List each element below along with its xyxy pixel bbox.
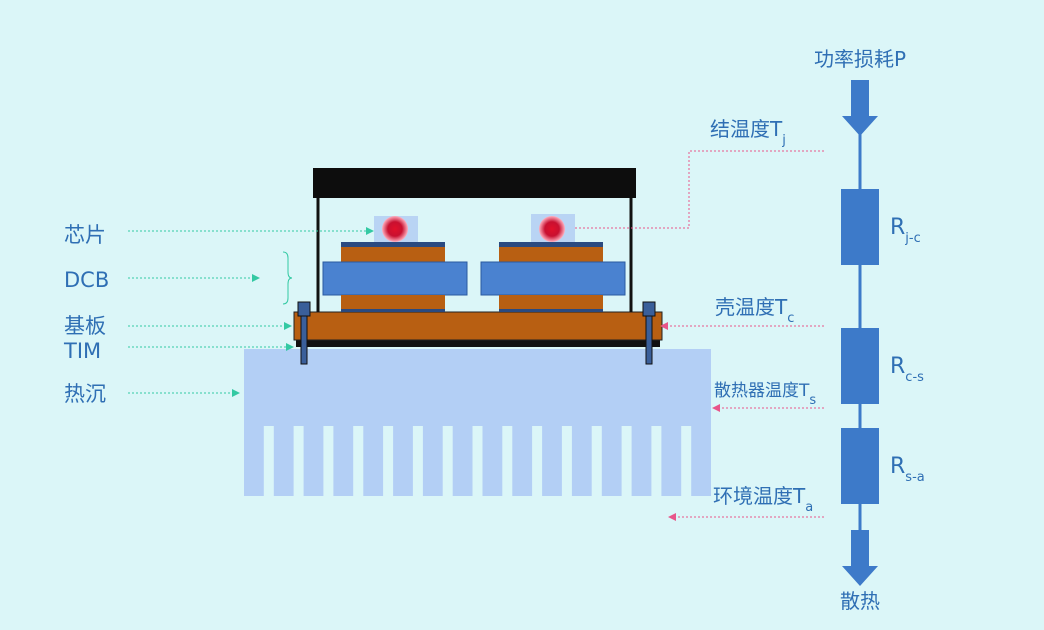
mounting-screw-left [297, 301, 311, 365]
heatsink-fin [273, 426, 294, 496]
heatsink-fin [661, 426, 682, 496]
heatsink-fin [601, 426, 622, 496]
label-heatsink: 热沉 [64, 382, 106, 406]
right-leaders [574, 150, 824, 521]
label-baseplate: 基板 [64, 314, 106, 338]
dcb-stack-left [322, 242, 468, 312]
heatsink-fin [571, 426, 592, 496]
heatsink-fin [512, 426, 533, 496]
r-sa-text: R [890, 454, 905, 479]
resistor-r-cs [841, 328, 879, 404]
module-lid [313, 168, 636, 198]
r-jc-text: R [890, 215, 905, 240]
heatsink-fin [691, 426, 711, 496]
dcb-stack-right [480, 242, 626, 312]
heatsink-fin [363, 426, 384, 496]
case-temp-sub: c [787, 311, 794, 326]
label-case-temp: 壳温度Tc [715, 295, 794, 326]
heatsink-fins [244, 426, 711, 496]
junction-temp-sub: j [781, 133, 786, 148]
label-power-loss: 功率损耗P [814, 47, 906, 71]
heatsink [244, 349, 711, 496]
power-input-arrow [842, 80, 878, 136]
baseplate [293, 311, 663, 341]
heatsink-fin [422, 426, 443, 496]
heatsink-fin [393, 426, 413, 496]
heatsink-fin [333, 426, 354, 496]
heatsink-fin [303, 426, 324, 496]
heat-output-arrow [842, 530, 878, 586]
r-cs-sub: c-s [905, 370, 924, 385]
heatsink-fin [542, 426, 562, 496]
resistor-r-sa [841, 428, 879, 504]
chip-right [531, 214, 575, 242]
tim-layer [296, 339, 660, 347]
label-ambient-temp: 环境温度Ta [713, 484, 813, 515]
label-tim: TIM [63, 339, 101, 363]
junction-temp-text: 结温度T [710, 117, 783, 141]
left-leaders [128, 227, 374, 397]
resistor-r-jc [841, 189, 879, 265]
label-dcb: DCB [64, 268, 109, 292]
heatsink-temp-text: 散热器温度T [714, 381, 810, 401]
case-temp-text: 壳温度T [715, 295, 788, 319]
ambient-temp-sub: a [805, 500, 813, 515]
heatsink-fin [452, 426, 473, 496]
ambient-temp-text: 环境温度T [713, 484, 806, 508]
label-heatsink-temp: 散热器温度Ts [714, 381, 816, 408]
heatsink-fin [244, 426, 264, 496]
label-r-sa: Rs-a [890, 454, 925, 485]
thermal-resistance-chain [841, 80, 879, 586]
mounting-screw-right [642, 301, 656, 365]
r-jc-sub: j-c [904, 231, 920, 246]
heatsink-fin [631, 426, 652, 496]
module-frame [313, 168, 636, 312]
r-sa-sub: s-a [905, 470, 924, 485]
heatsink-temp-sub: s [809, 393, 816, 408]
label-r-jc: Rj-c [890, 215, 921, 246]
label-chip: 芯片 [64, 223, 106, 247]
label-dissipation: 散热 [840, 589, 880, 613]
r-cs-text: R [890, 354, 905, 379]
chip-left [374, 216, 418, 242]
label-junction-temp: 结温度Tj [710, 117, 786, 148]
label-r-cs: Rc-s [890, 354, 924, 385]
heatsink-fin [482, 426, 503, 496]
